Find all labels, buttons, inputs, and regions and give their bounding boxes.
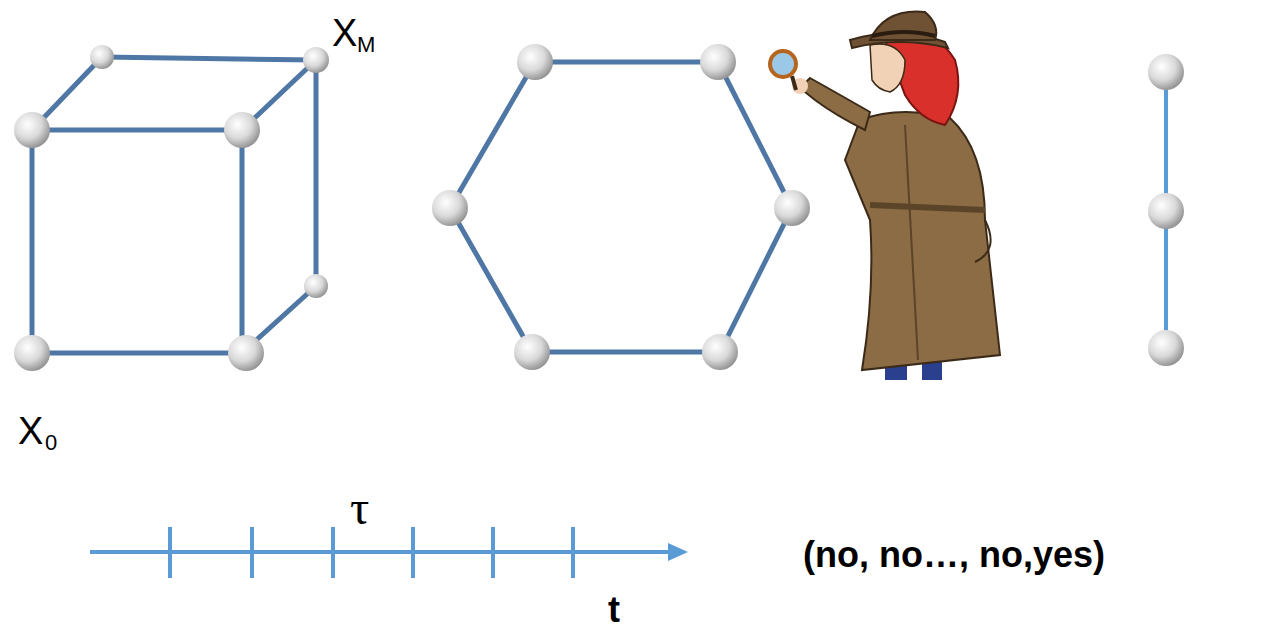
vertex-label: X bbox=[18, 412, 43, 450]
cube-graph bbox=[32, 57, 316, 353]
answer-sequence: (no, no…, no,yes) bbox=[803, 537, 1105, 573]
time-step-label: τ bbox=[350, 484, 369, 532]
timeline-arrowhead bbox=[668, 543, 688, 561]
vertex-subscript: M bbox=[357, 34, 375, 56]
path-graph bbox=[1148, 54, 1184, 366]
time-axis-label: t bbox=[608, 592, 620, 628]
timeline-axis bbox=[90, 527, 672, 578]
vertex-label: X bbox=[332, 14, 357, 52]
hexagon-graph bbox=[432, 44, 810, 370]
detective-figure bbox=[770, 12, 1000, 380]
vertex-subscript: 0 bbox=[45, 432, 57, 454]
cube-vertices bbox=[14, 45, 329, 371]
